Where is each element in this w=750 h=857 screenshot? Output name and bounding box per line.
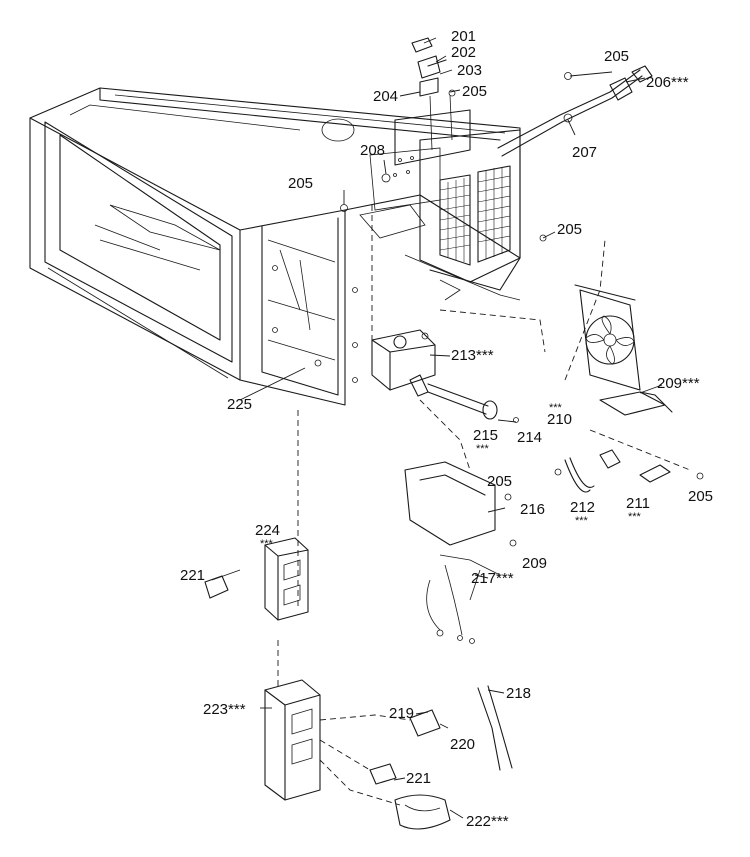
label-215: 215 [473,427,498,444]
label-211: 211 [626,495,650,512]
label-208: 208 [360,142,385,159]
shaft-parts [427,383,519,423]
label-221-upper: 221 [180,567,205,584]
label-212: 212 [570,499,595,516]
interlock-assembly-upper [204,537,309,621]
power-cord [497,65,653,157]
label-213: 213*** [451,347,494,364]
label-211-asterisks: *** [628,511,642,523]
label-220: 220 [450,736,475,753]
label-204: 204 [373,88,398,105]
control-unit [371,329,436,397]
label-201: 201 [451,28,476,45]
interlock-assembly-lower [260,679,513,830]
label-205-top: 205 [462,83,487,100]
label-224: 224 [255,522,280,539]
label-224-asterisks: *** [260,538,274,550]
label-217: 217*** [471,570,514,587]
label-210-asterisks: *** [549,402,563,414]
label-215-asterisks: *** [476,443,490,455]
label-209-lower: 209 [522,555,547,572]
label-202: 202 [451,44,476,61]
rear-vent-panel [369,109,521,301]
label-205-cord: 205 [604,48,629,65]
label-205-left: 205 [288,175,313,192]
label-218: 218 [506,685,531,702]
top-bracket-parts [411,37,456,151]
label-207: 207 [572,144,597,161]
label-225: 225 [227,396,252,413]
label-209-fan: 209*** [657,375,700,392]
label-203: 203 [457,62,482,79]
label-219: 219 [389,705,414,722]
cabinet-assembly [29,87,521,406]
small-switch-parts [554,449,671,493]
label-205-right: 205 [688,488,713,505]
part-labels: 201 202 203 204 205 205 205 205 205 205 … [180,28,713,830]
label-206: 206*** [646,74,689,91]
label-214: 214 [517,429,542,446]
label-210: 210 [547,411,572,428]
label-223: 223*** [203,701,246,718]
label-205-mid: 205 [557,221,582,238]
label-212-asterisks: *** [575,515,589,527]
fan-motor-assembly [574,284,673,416]
screw-markers [340,173,704,547]
wiring-harness [404,461,506,644]
leader-lines [239,37,691,690]
label-222: 222*** [466,813,509,830]
label-221-lower: 221 [406,770,431,787]
label-216: 216 [520,501,545,518]
label-205-center: 205 [487,473,512,490]
